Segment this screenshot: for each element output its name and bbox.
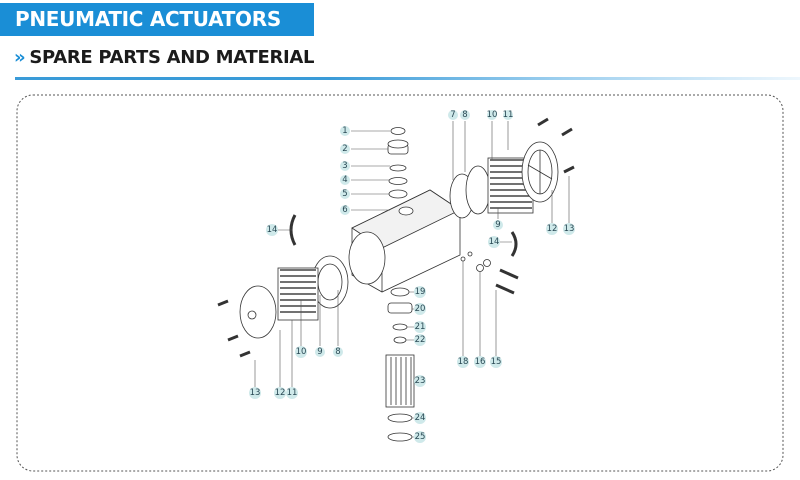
part-18 <box>460 256 466 262</box>
callout: 19 <box>415 287 426 297</box>
section-title: SPARE PARTS AND MATERIAL <box>29 47 315 68</box>
callout: 10 <box>487 110 498 120</box>
part-15 <box>495 268 519 295</box>
part-3 <box>389 164 407 172</box>
callout-labels: 1 2 3 4 5 6 7 8 10 11 9 12 13 14 14 19 2… <box>249 110 575 443</box>
callout: 25 <box>415 432 426 442</box>
callout: 12 <box>275 388 286 398</box>
actuator-parts <box>217 117 575 442</box>
part-25 <box>387 432 413 442</box>
callout: 2 <box>342 144 347 154</box>
callout: 18 <box>458 357 469 367</box>
part-16 <box>476 264 484 272</box>
callout: 22 <box>415 335 426 345</box>
part-8 <box>465 165 491 215</box>
part-19 <box>390 287 410 297</box>
callout: 21 <box>415 322 426 332</box>
callout: 7 <box>450 110 455 120</box>
part-4 <box>388 177 408 185</box>
callout: 14 <box>489 237 500 247</box>
chevron-icon: » <box>14 47 26 68</box>
callout: 8 <box>335 347 340 357</box>
callout: 10 <box>296 347 307 357</box>
callout: 11 <box>503 110 514 120</box>
callout: 1 <box>342 126 347 136</box>
callout: 14 <box>267 225 278 235</box>
callout: 11 <box>287 388 298 398</box>
leader-lines <box>254 121 570 438</box>
callout: 6 <box>342 205 347 215</box>
callout: 13 <box>250 388 261 398</box>
callout: 15 <box>491 357 502 367</box>
part-12-left-endcap <box>239 285 277 339</box>
callout: 12 <box>547 224 558 234</box>
callout: 8 <box>462 110 467 120</box>
callout: 9 <box>495 220 500 230</box>
callout: 13 <box>564 224 575 234</box>
part-20 <box>387 302 413 314</box>
header-banner: PNEUMATIC ACTUATORS <box>0 3 314 36</box>
callout: 9 <box>317 347 322 357</box>
part-23-shaft <box>385 354 415 408</box>
section-heading: »SPARE PARTS AND MATERIAL <box>14 47 315 68</box>
callout: 20 <box>415 304 426 314</box>
part-5 <box>388 189 408 199</box>
part-1 <box>390 127 406 135</box>
callout: 23 <box>415 376 426 386</box>
callout: 5 <box>342 189 347 199</box>
callout: 24 <box>415 413 426 423</box>
part-21 <box>392 323 408 331</box>
part-24 <box>387 413 413 423</box>
header-title: PNEUMATIC ACTUATORS <box>15 7 281 31</box>
divider <box>15 77 800 80</box>
callout: 3 <box>342 161 347 171</box>
callout: 4 <box>342 175 347 185</box>
callout: 16 <box>475 357 486 367</box>
part-22 <box>393 336 407 344</box>
